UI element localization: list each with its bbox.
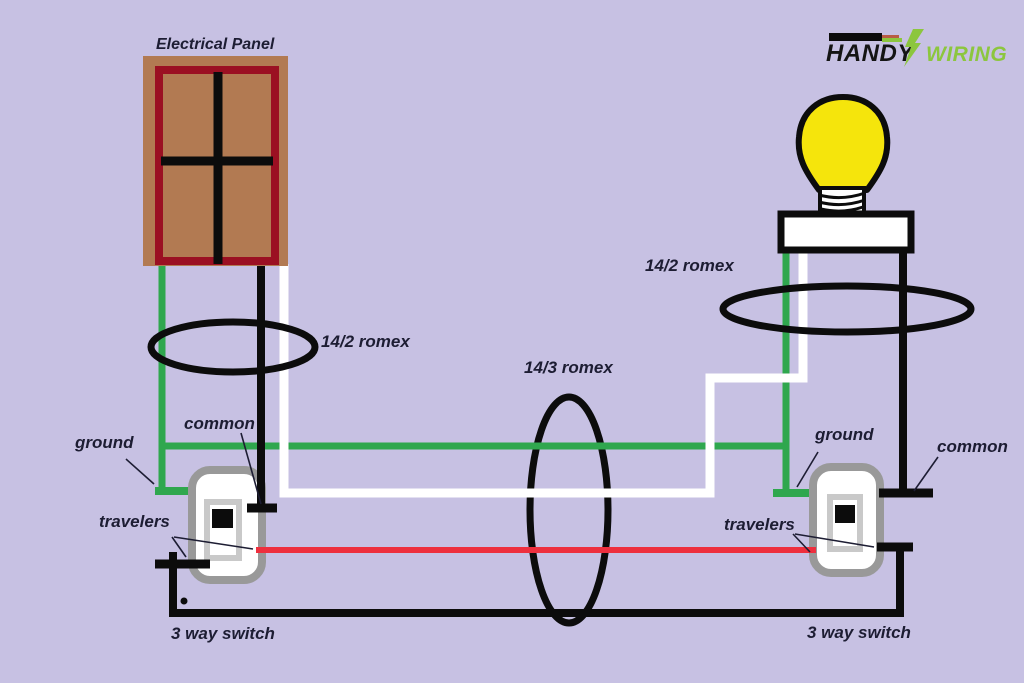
pointer-travelers-left-a	[171, 536, 187, 558]
cable-stripe-red-icon	[882, 34, 899, 38]
handy-wiring-logo: HANDY WIRING	[820, 25, 1015, 75]
switch-toggle-right	[835, 505, 855, 523]
switch-label-right: 3 way switch	[807, 623, 911, 642]
pointer-common-left	[240, 432, 262, 505]
logo-text-wiring: WIRING	[926, 43, 1008, 66]
hot-wires	[155, 250, 933, 617]
wire-dot	[180, 597, 188, 605]
electrical-panel-label: Electrical Panel	[156, 36, 275, 53]
romex-label-right: 14/2 romex	[645, 256, 734, 275]
light-fixture	[777, 94, 915, 254]
common-label-left: common	[184, 414, 255, 433]
travelers-label-left: travelers	[99, 512, 170, 531]
romex-label-middle: 14/3 romex	[524, 358, 613, 377]
neutral-wire	[279, 252, 808, 498]
pointer-ground-left	[125, 458, 155, 485]
cable-ellipse-14-3-romex	[526, 393, 612, 627]
switch-label-left: 3 way switch	[171, 624, 275, 643]
common-label-right: common	[937, 437, 1008, 456]
label-pointers	[125, 432, 939, 558]
switch-toggle-left	[212, 509, 233, 528]
travelers-label-right: travelers	[724, 515, 795, 534]
three-way-switch-left	[188, 466, 266, 584]
cable-ellipse-14-2-right	[719, 282, 975, 336]
cable-ellipse-14-2-left	[147, 318, 319, 376]
three-way-switch-right	[809, 463, 884, 577]
pointer-travelers-left-b	[173, 536, 254, 550]
lightning-bolt-icon	[904, 29, 924, 67]
pointer-ground-right	[796, 451, 819, 488]
cable-stripe-green-icon	[882, 38, 902, 42]
light-bulb-icon	[795, 94, 891, 193]
logo-text-handy: HANDY	[826, 40, 914, 67]
pointer-travelers-right-b	[794, 533, 875, 548]
electrical-panel	[143, 56, 288, 266]
pointer-travelers-right-a	[792, 533, 811, 553]
ground-label-right: ground	[815, 425, 874, 444]
romex-label-left: 14/2 romex	[321, 332, 410, 351]
ground-label-left: ground	[75, 433, 134, 452]
fixture-box	[777, 210, 915, 254]
pointer-common-right	[913, 456, 939, 492]
cable-icon	[829, 33, 882, 41]
